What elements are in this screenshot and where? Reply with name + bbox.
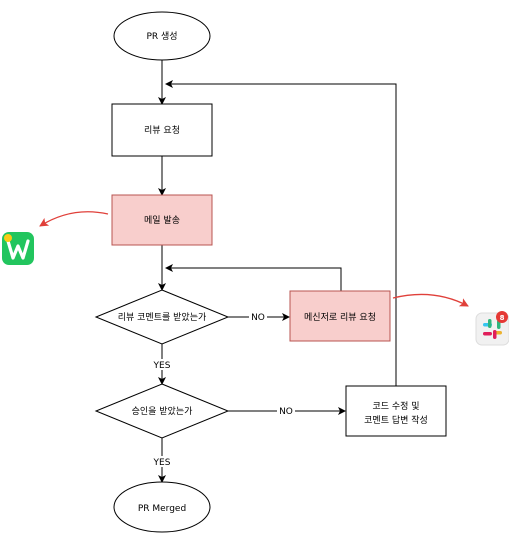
node-review-request: 리뷰 요청 — [111, 103, 213, 157]
node-approval-check: 승인을 받았는가 — [94, 383, 230, 439]
node-approval-check-label: 승인을 받았는가 — [132, 405, 193, 417]
node-comment-check-label: 리뷰 코멘트를 받았는가 — [118, 311, 207, 323]
node-review-request-label: 리뷰 요청 — [144, 125, 180, 136]
edge-label-comment-no: NO — [251, 313, 265, 323]
edge-labels: NO YES NO YES — [151, 311, 295, 468]
edge-messenger-loop — [165, 264, 342, 291]
edge-label-approval-no: NO — [279, 407, 293, 417]
wemeet-app-icon — [2, 232, 34, 265]
edge-fix-loop — [165, 80, 397, 386]
node-send-mail: 메일 발송 — [111, 194, 213, 246]
slack-notification-badge: 8 — [496, 311, 508, 323]
node-fix: 코드 수정 및 코멘트 답변 작성 — [345, 385, 447, 437]
node-messenger-request: 메신저로 리뷰 요청 — [289, 290, 391, 342]
node-fix-label-line1: 코드 수정 및 — [372, 400, 419, 412]
node-fix-label-line2: 코멘트 답변 작성 — [364, 414, 428, 426]
mail-annotation-arrow — [39, 211, 109, 227]
node-send-mail-label: 메일 발송 — [144, 215, 180, 226]
node-start: PR 생성 — [113, 11, 211, 61]
node-comment-check: 리뷰 코멘트를 받았는가 — [94, 289, 230, 345]
messenger-annotation-arrow — [392, 293, 469, 307]
edge-label-comment-yes: YES — [153, 361, 171, 371]
node-start-label: PR 생성 — [146, 31, 177, 42]
edge-label-approval-yes: YES — [153, 458, 171, 468]
node-end: PR Merged — [113, 481, 211, 533]
node-messenger-request-label: 메신저로 리뷰 요청 — [304, 312, 376, 323]
node-end-label: PR Merged — [138, 504, 186, 514]
slack-badge-count: 8 — [500, 314, 505, 322]
